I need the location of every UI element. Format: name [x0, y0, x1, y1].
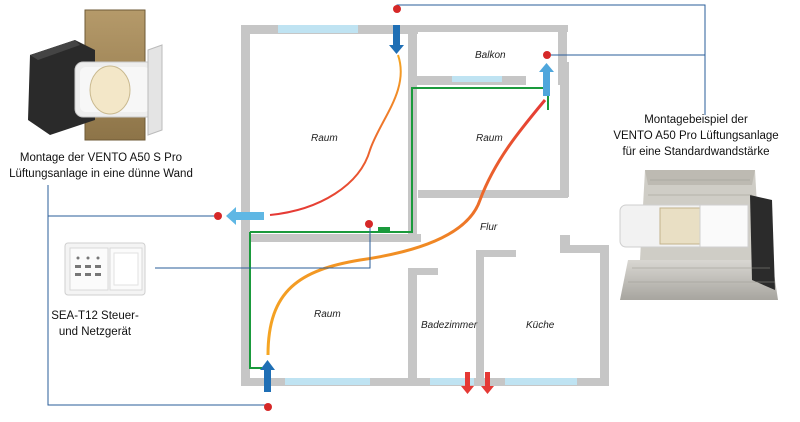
airflow-diagonal: [266, 99, 547, 356]
arrow-down-blue: [389, 25, 404, 54]
caption-standard-line1: Montagebeispiel der: [644, 114, 748, 126]
caption-thin-wall-line2: Lüftungsanlage in eine dünne Wand: [9, 168, 193, 180]
caption-controller-line2: und Netzgerät: [58, 326, 132, 338]
caption-thin-wall-line1: Montage der VENTO A50 S Pro: [19, 152, 183, 164]
controller-connector: [378, 227, 390, 232]
arrow-left-lightblue: [226, 207, 264, 225]
caption-thin-wall: Montage der VENTO A50 S Pro Lüftungsanla…: [6, 150, 196, 182]
sea-t12-controller-image: [64, 242, 146, 296]
arrow-down-red-bathroom: [461, 372, 494, 394]
arrow-up-blue-bottom: [260, 360, 275, 392]
vento-a50-s-pro-thin-wall-image: [28, 9, 163, 141]
room-label-badezimmer: Badezimmer: [421, 320, 478, 331]
measurement-dots: [214, 5, 551, 411]
airflow-top-left: [269, 54, 402, 216]
room-label-raum-bottom-left: Raum: [314, 309, 341, 320]
caption-standard-line3: für eine Standardwandstärke: [622, 146, 770, 158]
control-cable: [249, 87, 549, 369]
room-label-raum-top-left: Raum: [311, 133, 338, 144]
caption-standard-line2: VENTO A50 Pro Lüftungsanlage: [613, 130, 779, 142]
caption-controller: SEA-T12 Steuer- und Netzgerät: [30, 308, 160, 340]
room-label-flur: Flur: [480, 222, 498, 233]
caption-standard-wall: Montagebeispiel der VENTO A50 Pro Lüftun…: [596, 112, 796, 160]
room-label-balkon: Balkon: [475, 50, 506, 61]
windows: [241, 25, 577, 385]
room-label-kueche: Küche: [526, 320, 555, 331]
vento-a50-pro-standard-wall-image: [619, 170, 778, 300]
room-label-raum-top-right: Raum: [476, 133, 503, 144]
arrow-up-blue-balkon: [539, 63, 554, 96]
caption-controller-line1: SEA-T12 Steuer-: [51, 310, 139, 322]
walls: [241, 25, 609, 386]
